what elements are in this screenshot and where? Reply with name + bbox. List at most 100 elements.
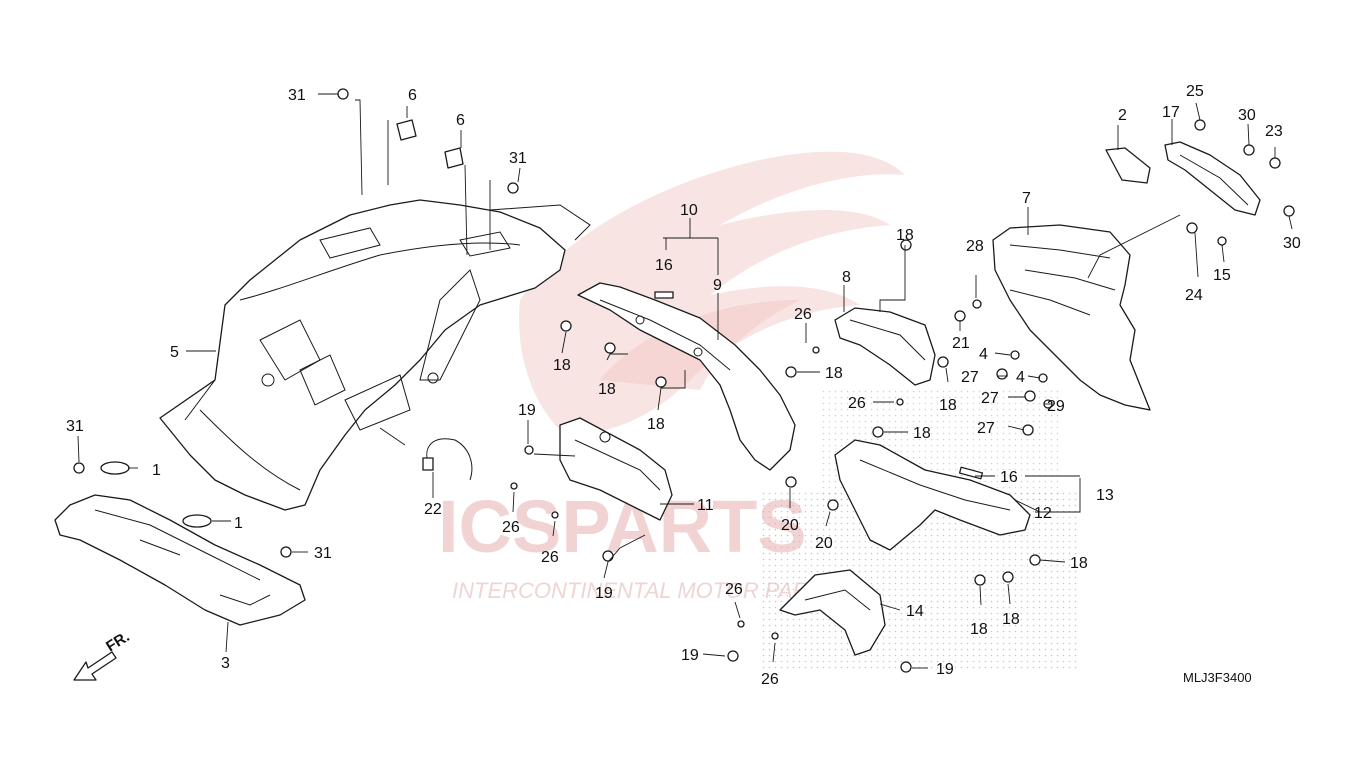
callout-17: 17: [1162, 104, 1180, 121]
bolt-icon-18j: [1002, 571, 1014, 583]
arrow-icon: [73, 651, 117, 681]
callout-27: 27: [977, 420, 995, 437]
bolt-icon-18a: [560, 320, 572, 332]
nut-icon-21: [954, 310, 966, 322]
bolt-icon-31d: [280, 546, 292, 558]
callout-27: 27: [981, 390, 999, 407]
callout-16: 16: [655, 257, 673, 274]
callout-14: 14: [906, 603, 924, 620]
callout-18: 18: [553, 357, 571, 374]
callout-23: 23: [1265, 123, 1283, 140]
bolt-icon-18f: [937, 356, 949, 368]
callout-18: 18: [1002, 611, 1020, 628]
callout-26: 26: [848, 395, 866, 412]
callout-4: 4: [1016, 369, 1025, 386]
bracket-part-11: [559, 417, 673, 521]
callout-3: 3: [221, 655, 230, 672]
bolt-icon-20a: [785, 476, 797, 488]
callout-31: 31: [314, 545, 332, 562]
callout-18: 18: [939, 397, 957, 414]
grommet-icon-24: [1186, 222, 1198, 234]
callout-28: 28: [966, 238, 984, 255]
cover-part-9: [577, 282, 796, 471]
callout-29: 29: [1047, 398, 1065, 415]
bolt-icon-18c: [655, 376, 667, 388]
callout-26: 26: [725, 581, 743, 598]
callout-19: 19: [518, 402, 536, 419]
callout-18: 18: [598, 381, 616, 398]
rear-cover-part-7: [992, 224, 1151, 411]
callout-labels: 1 1 2 3 4 4 5 6 6 7 8 9 10 11 12 13 14 1…: [66, 83, 1301, 688]
callout-30: 30: [1238, 107, 1256, 124]
callout-27: 27: [961, 369, 979, 386]
screw-icon-19c: [727, 650, 739, 662]
callout-18: 18: [913, 425, 931, 442]
bracket-part-8: [834, 307, 936, 386]
collar-icon-27b: [1024, 390, 1036, 402]
callout-16: 16: [1000, 469, 1018, 486]
watermark-tagline: INTERCONTINENTAL MOTOR PARTS: [452, 578, 837, 603]
nut-icon-4a: [1010, 350, 1020, 360]
collar-icon-27a: [996, 368, 1008, 380]
grommet-icon: [100, 461, 130, 475]
callout-21: 21: [952, 335, 970, 352]
screw-icon-26c: [510, 482, 518, 490]
callout-6: 6: [456, 112, 465, 129]
callout-26: 26: [794, 306, 812, 323]
screw-icon-26f: [771, 632, 779, 640]
callout-12: 12: [1034, 505, 1052, 522]
callout-22: 22: [424, 501, 442, 518]
callout-9: 9: [713, 277, 722, 294]
bolt-icon-18b: [604, 342, 616, 354]
callout-15: 15: [1213, 267, 1231, 284]
leader-lines: [77, 93, 1293, 669]
bolt-icon-18e: [785, 366, 797, 378]
bolt-icon-30b: [1283, 205, 1295, 217]
callout-13: 13: [1096, 487, 1114, 504]
bolt-icon-31a: [337, 88, 349, 100]
callout-11: 11: [697, 497, 714, 514]
callout-19: 19: [595, 585, 613, 602]
collar-icon-27c: [1022, 424, 1034, 436]
callout-24: 24: [1185, 287, 1203, 304]
callout-30: 30: [1283, 235, 1301, 252]
callout-5: 5: [170, 344, 179, 361]
bolt-icon-30a: [1243, 144, 1255, 156]
callout-20: 20: [781, 517, 799, 534]
callout-18: 18: [896, 227, 914, 244]
callout-6: 6: [408, 87, 417, 104]
callout-31: 31: [66, 418, 84, 435]
bolt-icon-18h: [1029, 554, 1041, 566]
stay-part-17: [1164, 141, 1261, 216]
washer-icon-15: [1217, 236, 1227, 246]
front-direction-arrow: FR.: [73, 628, 133, 681]
callout-18: 18: [970, 621, 988, 638]
band-part-22: [426, 438, 473, 481]
callout-26: 26: [502, 519, 520, 536]
nut-icon-23: [1269, 157, 1281, 169]
callout-7: 7: [1022, 190, 1031, 207]
direction-label: FR.: [103, 628, 133, 655]
drawing-code: MLJ3F3400: [1183, 670, 1252, 685]
nut-icon-4b: [1038, 373, 1048, 383]
bolt-icon-18g: [872, 426, 884, 438]
bolt-icon-18i: [974, 574, 986, 586]
callout-2: 2: [1118, 107, 1127, 124]
screw-icon-19a: [524, 445, 534, 455]
tray-part-3: [54, 461, 306, 626]
seal-part-16: [654, 291, 674, 299]
bolt-icon-31c: [73, 462, 85, 474]
callout-19: 19: [936, 661, 954, 678]
callout-31: 31: [288, 87, 306, 104]
bolt-icon-25: [1194, 119, 1206, 131]
callout-20: 20: [815, 535, 833, 552]
reflector-part-2: [1105, 147, 1151, 184]
callout-1: 1: [152, 462, 161, 479]
callout-18: 18: [1070, 555, 1088, 572]
screw-icon-26e: [737, 620, 745, 628]
washer-icon-28: [972, 299, 982, 309]
watermark-wing-icon: [519, 151, 905, 433]
callout-8: 8: [842, 269, 851, 286]
callout-19: 19: [681, 647, 699, 664]
